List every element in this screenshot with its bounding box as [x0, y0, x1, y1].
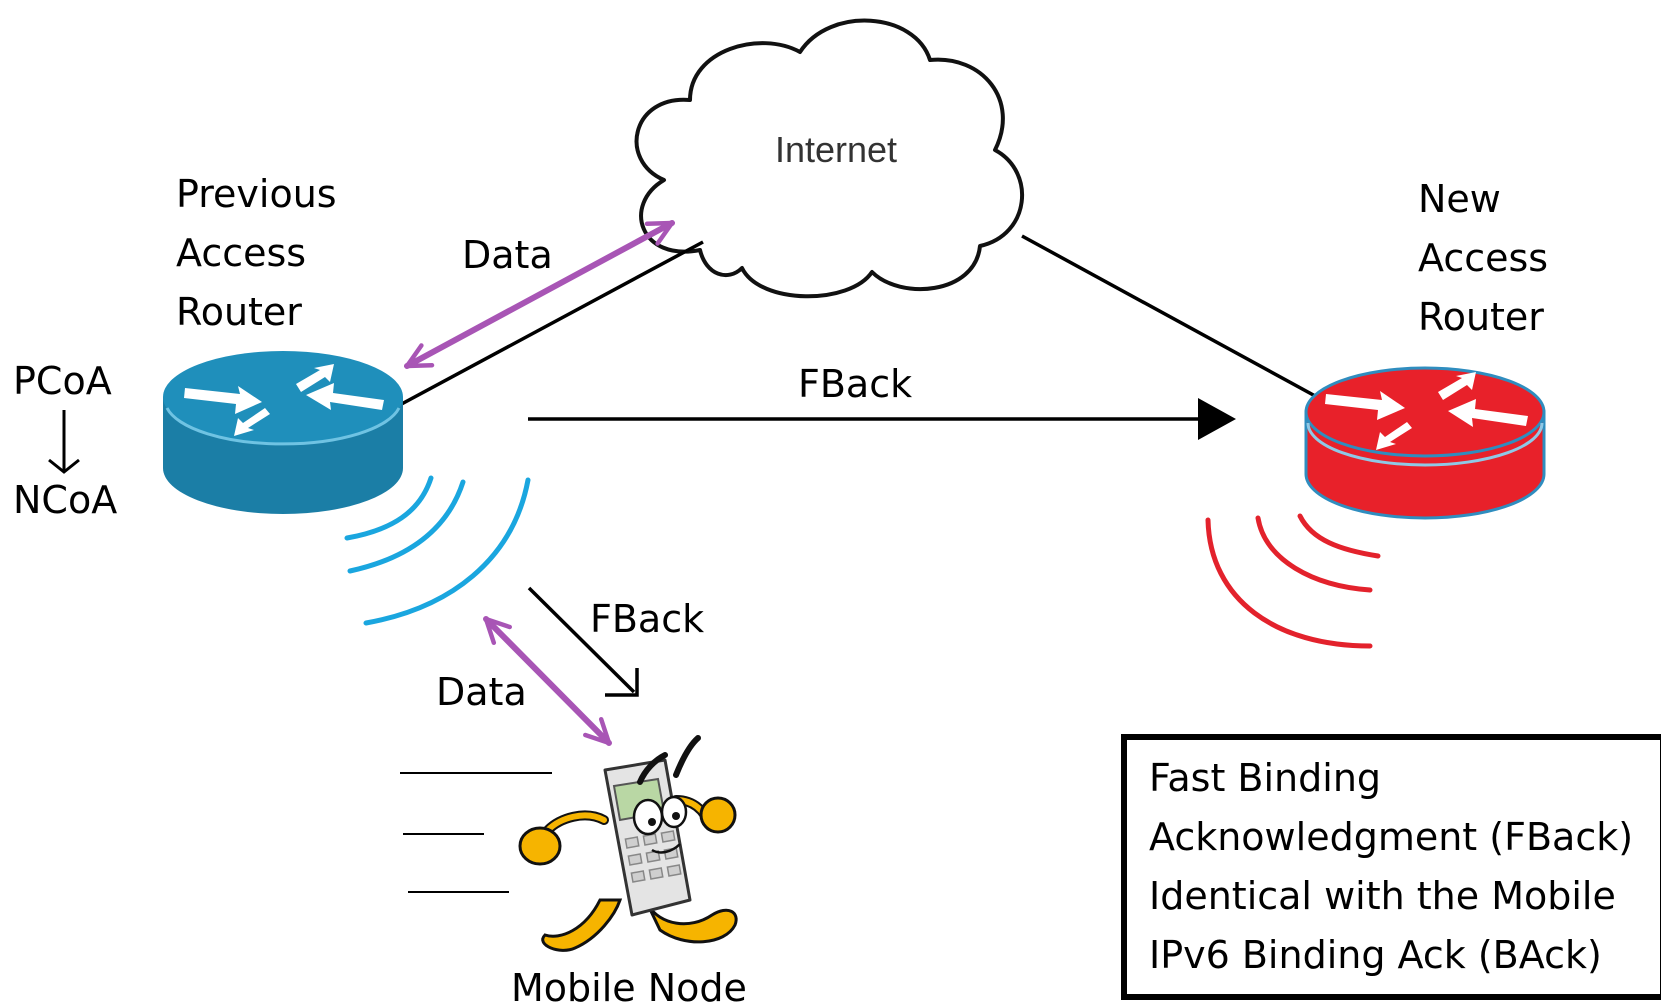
fback-label-main: FBack [798, 362, 912, 406]
new-router-label: New Access Router [1418, 177, 1548, 339]
cloud-label: Internet [775, 129, 897, 170]
link-internet-new-router [1021, 234, 1318, 399]
wireless-signal-icon-blue [344, 475, 531, 626]
motion-lines [400, 772, 552, 893]
data-arrow-mobile [486, 619, 609, 743]
data-label-mobile: Data [436, 670, 527, 714]
fback-label-mobile: FBack [590, 597, 704, 641]
fback-arrow-main-head [1198, 398, 1236, 440]
ncoa-label: NCoA [13, 478, 117, 522]
pcoa-label: PCoA [13, 359, 112, 403]
svg-text:Router: Router [1418, 295, 1544, 339]
note-line-3: Identical with the Mobile [1149, 874, 1616, 918]
previous-router-label: Previous Access Router [176, 172, 337, 334]
svg-text:Router: Router [176, 290, 302, 334]
note-line-2: Acknowledgment (FBack) [1149, 815, 1634, 859]
svg-text:Previous: Previous [176, 172, 337, 216]
svg-text:New: New [1418, 177, 1501, 221]
svg-text:Access: Access [176, 231, 306, 275]
internet-cloud: Internet [634, 18, 1025, 299]
note-line-1: Fast Binding [1149, 756, 1382, 800]
note-line-4: IPv6 Binding Ack (BAck) [1149, 933, 1602, 977]
previous-access-router [163, 351, 403, 514]
wireless-signal-icon-red [1205, 513, 1381, 649]
new-access-router [1304, 366, 1546, 520]
mobile-node-label: Mobile Node [511, 966, 747, 1008]
data-label-top: Data [462, 233, 553, 277]
router-arrows-icon [184, 364, 384, 436]
fback-note-box: Fast Binding Acknowledgment (FBack) Iden… [1121, 734, 1661, 1000]
mobile-phone-mascot-icon [518, 735, 738, 952]
address-change-arrow-head [48, 458, 80, 474]
data-arrow-top [407, 220, 672, 369]
address-change: PCoA NCoA [13, 359, 117, 522]
router-arrows-icon [1325, 372, 1528, 450]
fback-arrow-mobile-head [605, 668, 639, 697]
svg-text:Access: Access [1418, 236, 1548, 280]
